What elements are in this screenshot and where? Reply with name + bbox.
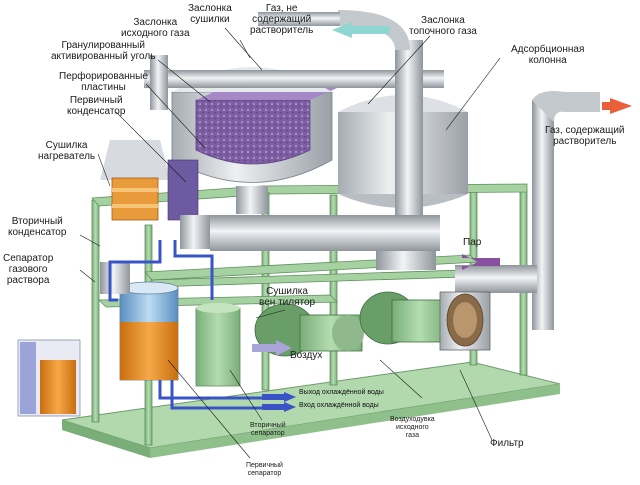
label-cooled-water-in: Вход охлаждённой воды	[299, 402, 379, 409]
label-air: Воздух	[290, 350, 323, 361]
label-gas-solution-separator: Сепаратор газового раствора	[3, 253, 54, 286]
solvent-gas-inlet-arrow	[602, 98, 632, 114]
dryer-fan-motor	[254, 303, 364, 357]
label-dryer-damper: Заслонка сушилки	[188, 3, 232, 25]
steam-inlet-arrow	[462, 254, 500, 270]
air-inlet-arrow	[252, 340, 292, 356]
label-dryer-fan: Сушилка вен тилятор	[259, 286, 316, 308]
label-secondary-condenser: Вторичный конденсатор	[8, 216, 67, 238]
label-furnace-gas-damper: Заслонка топочного газа	[409, 15, 477, 37]
label-source-gas-blower: Воздуходувка исходного газа	[390, 416, 435, 439]
label-solvent-gas: Газ, содержащий растворитель	[545, 125, 625, 147]
label-adsorption-column: Адсорбционная колонна	[511, 44, 585, 66]
label-primary-condenser: Первичный конденсатор	[67, 95, 126, 117]
callout-leaders	[79, 27, 501, 459]
filter-unit	[439, 291, 491, 351]
label-clean-gas: Газ, не содержащий растворитель	[250, 3, 314, 36]
label-secondary-separator: Вторичный сепаратор	[250, 422, 286, 437]
label-steam: Пар	[463, 237, 482, 248]
secondary-separator-vessel	[195, 303, 241, 387]
cooling-water-lines	[108, 240, 290, 410]
cooled-water-out-arrow	[262, 392, 296, 402]
solvent-storage-tank	[17, 339, 81, 417]
cooled-water-in-arrow	[262, 402, 296, 412]
clean-gas-outlet-arrow	[332, 22, 390, 38]
label-perforated-plates: Перфорированные пластины	[59, 71, 148, 93]
base-platform	[61, 361, 561, 458]
label-granular-carbon: Гранулированный активированный уголь	[51, 40, 156, 62]
gas-solution-separator	[100, 262, 179, 381]
label-filter: Фильтр	[490, 438, 524, 449]
label-cooled-water-out: Выход охлаждённой воды	[299, 389, 384, 396]
label-primary-separator: Первичный сепаратор	[246, 462, 283, 477]
gas-piping	[144, 10, 600, 330]
source-gas-blower-unit	[359, 291, 448, 345]
label-dryer-heater: Сушилка нагреватель	[38, 140, 96, 162]
label-source-gas-damper: Заслонка исходного газа	[121, 17, 190, 39]
dryer-heater-unit	[100, 140, 210, 249]
